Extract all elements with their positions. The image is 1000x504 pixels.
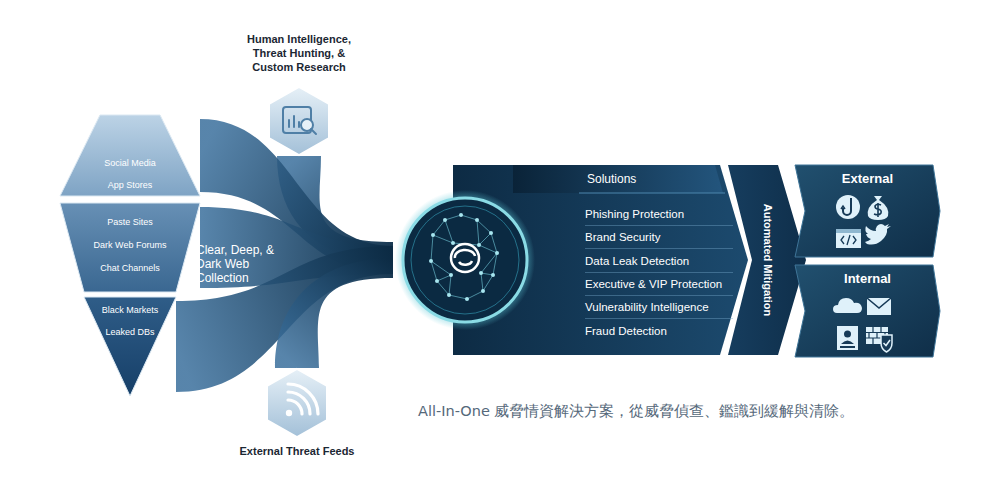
funnel-band: Social MediaApp Stores <box>60 115 200 196</box>
mail-icon <box>867 298 891 315</box>
solutions-panel-shape <box>393 165 748 355</box>
node-label: External <box>805 171 930 186</box>
solution-row: Vulnerability Intelligence <box>585 296 733 319</box>
node-label: Automated Mitigation <box>762 204 774 316</box>
node-label: Dark Web Forums <box>60 234 200 257</box>
solution-row: Phishing Protection <box>585 203 733 226</box>
node-label: Vulnerability Intelligence <box>585 296 733 318</box>
node-label: Paste Sites <box>60 211 200 234</box>
node-label: App Stores <box>60 174 200 196</box>
funnel-band: Black MarketsLeaked DBs <box>84 297 176 396</box>
node-label: Data Leak Detection <box>585 250 733 272</box>
solution-row: Brand Security <box>585 226 733 249</box>
hexagon-holder <box>266 368 328 438</box>
solution-row: Data Leak Detection <box>585 250 733 273</box>
target-box: External <box>795 165 940 257</box>
node-label: Phishing Protection <box>585 203 733 225</box>
solution-row: Fraud Detection <box>585 320 733 343</box>
source-hexagon: Human Intelligence, Threat Hunting, & Cu… <box>238 32 360 156</box>
node-label: Fraud Detection <box>585 320 733 342</box>
node-label: Solutions <box>587 172 636 186</box>
hexagon-shape <box>268 86 330 156</box>
collection-beam <box>275 258 393 368</box>
mitigation-chevron: Automated Mitigation <box>728 165 808 355</box>
solutions-panel: SolutionsPhishing ProtectionBrand Securi… <box>393 165 748 355</box>
cloud-icon <box>833 298 862 313</box>
node-label: Brand Security <box>585 226 733 248</box>
firewall-icon <box>866 327 892 352</box>
node-label: Human Intelligence, Threat Hunting, & Cu… <box>238 32 360 74</box>
node-label: Leaked DBs <box>84 321 176 343</box>
phishing-icon <box>836 195 860 219</box>
collection-label: Clear, Deep, & Dark Web Collection <box>196 243 276 285</box>
node-label: External Threat Feeds <box>236 444 358 458</box>
node-label: Chat Channels <box>60 257 200 280</box>
target-box: Internal <box>795 265 940 357</box>
node-label: Black Markets <box>84 299 176 321</box>
node-label: Executive & VIP Protection <box>585 273 733 295</box>
solution-row: Executive & VIP Protection <box>585 273 733 296</box>
hexagon-holder <box>268 86 330 156</box>
twitter-icon <box>865 224 891 245</box>
caption: All-In-One 威脅情資解決方案，從威脅偵查、鑑識到緩解與清除。 <box>418 402 854 421</box>
funnel-band: Paste SitesDark Web ForumsChat Channels <box>60 203 200 292</box>
source-hexagon: External Threat Feeds <box>236 368 358 458</box>
node-label: Internal <box>805 271 930 286</box>
id-badge-icon <box>837 326 858 350</box>
hexagon-shape <box>266 368 328 438</box>
money-bag-icon <box>868 196 889 220</box>
node-label: Social Media <box>60 152 200 174</box>
web-code-icon <box>836 229 861 248</box>
